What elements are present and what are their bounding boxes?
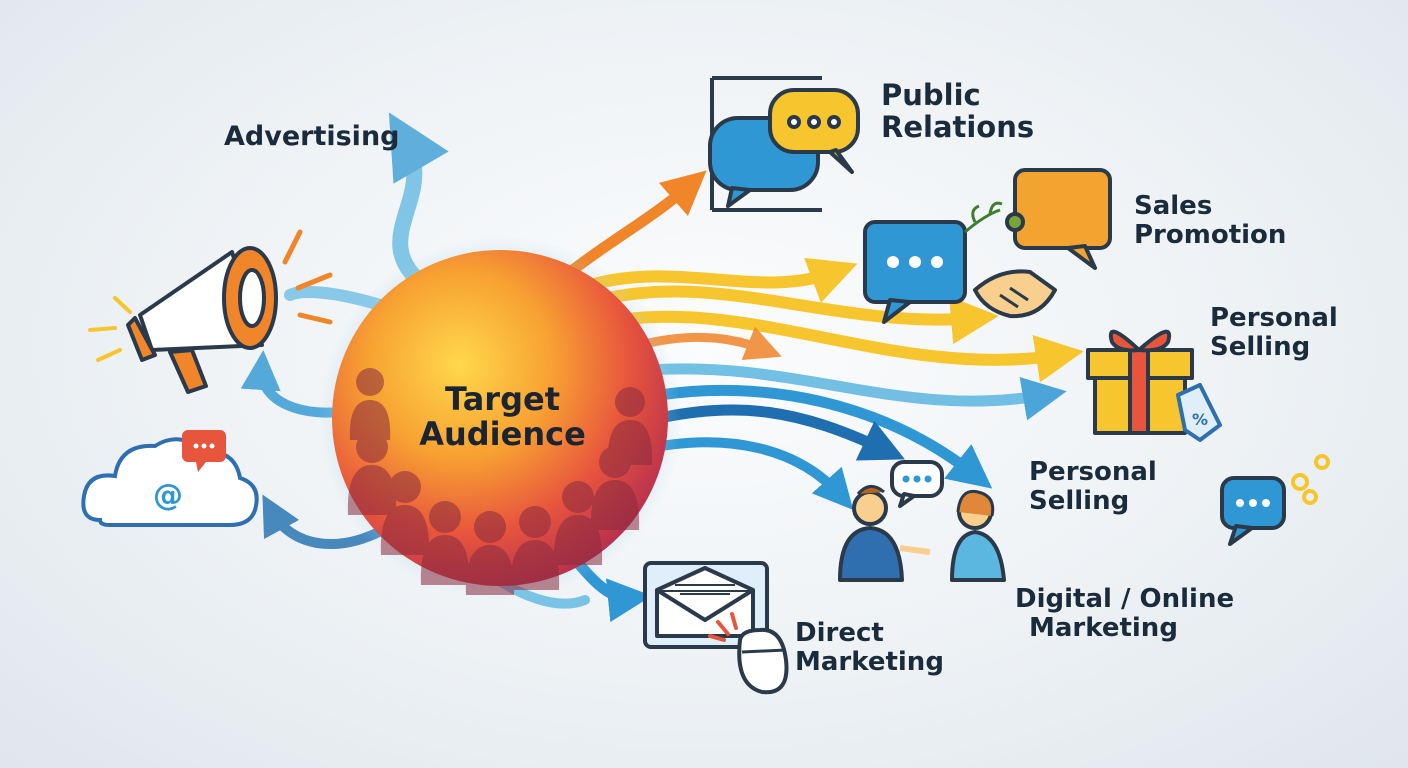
email-click-icon	[643, 561, 789, 695]
direct-marketing-line2: Marketing	[795, 647, 944, 678]
stream-to-sales-promotion-a	[584, 257, 858, 303]
stream-to-personal-selling	[654, 384, 993, 489]
megaphone-icon	[88, 229, 333, 394]
stream-to-personal-selling-top	[614, 310, 1084, 383]
target-audience-line1: Target	[445, 380, 560, 418]
stream-to-people	[644, 404, 905, 461]
public-relations-line1: Public	[881, 78, 981, 112]
flow-streams	[240, 112, 1084, 623]
personal-selling-mid-line1: Personal	[1029, 457, 1157, 487]
target-audience-line2: Audience	[419, 414, 586, 453]
handshake-icon	[863, 168, 1112, 324]
cloud-email-icon: @	[81, 430, 259, 527]
stream-to-sales-promotion-b	[594, 285, 999, 345]
sales-promotion-label: Sales Promotion	[1134, 191, 1287, 251]
svg-text:%: %	[1192, 410, 1208, 429]
target-audience-sphere	[318, 236, 682, 600]
gift-box-icon: %	[1086, 329, 1222, 442]
sales-promotion-line2: Promotion	[1134, 220, 1287, 251]
chat-bubble-icon	[1220, 454, 1330, 546]
direct-marketing-line1: Direct	[795, 618, 884, 648]
digital-online-line2: Marketing	[1029, 613, 1178, 644]
digital-online-marketing-label: Digital / Online Marketing	[1015, 584, 1235, 644]
personal-selling-mid-label: Personal Selling	[1029, 457, 1157, 517]
sales-promotion-line1: Sales	[1134, 191, 1213, 221]
target-audience-label: Target Audience	[400, 382, 605, 451]
personal-selling-top-line2: Selling	[1210, 332, 1311, 363]
stream-to-gift	[644, 363, 1067, 421]
people-conversation-icon	[838, 460, 1006, 582]
direct-marketing-label: Direct Marketing	[795, 618, 944, 678]
personal-selling-top-label: Personal Selling	[1210, 303, 1338, 363]
public-relations-line2: Relations	[881, 110, 1035, 145]
digital-online-line1: Digital / Online	[1015, 584, 1235, 614]
advertising-label: Advertising	[224, 121, 400, 152]
audience-silhouettes	[347, 368, 653, 595]
personal-selling-top-line1: Personal	[1210, 303, 1338, 333]
public-relations-label: Public Relations	[881, 79, 1034, 144]
personal-selling-mid-line2: Selling	[1029, 486, 1130, 517]
chat-bubbles-icon	[708, 76, 860, 212]
svg-text:@: @	[153, 478, 183, 513]
advertising-text: Advertising	[224, 121, 400, 152]
